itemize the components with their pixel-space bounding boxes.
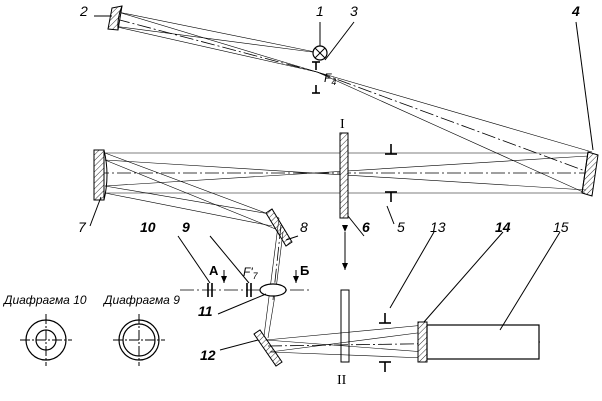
diaphragm-10-drawing <box>20 314 72 366</box>
mirror-4 <box>581 151 599 197</box>
light-source-1 <box>312 45 328 61</box>
plane-labels: I II А Б <box>209 117 347 388</box>
mirror-8 <box>265 208 293 247</box>
label-9: 9 <box>182 219 190 235</box>
diaphragm-captions: Диафрагма 10 Диафрагма 9 <box>2 293 180 307</box>
label-7: 7 <box>78 219 87 235</box>
slit-3 <box>312 61 320 94</box>
lens-11 <box>259 283 287 297</box>
label-plane-I: I <box>340 117 345 132</box>
label-4: 4 <box>571 3 580 19</box>
plane-II-plate <box>340 289 350 363</box>
label-10: 10 <box>140 219 156 235</box>
label-2: 2 <box>79 3 88 19</box>
label-arrow-B: Б <box>300 263 309 278</box>
rays-8-to-11 <box>263 217 284 339</box>
focus-labels: F4 F'7 <box>243 71 336 281</box>
label-12: 12 <box>200 347 216 363</box>
label-15: 15 <box>553 219 569 235</box>
label-6: 6 <box>362 219 370 235</box>
stop-5 <box>385 144 397 202</box>
label-14: 14 <box>495 219 511 235</box>
stop-13 <box>379 313 391 372</box>
leader-lines <box>89 15 594 351</box>
label-5: 5 <box>397 219 405 235</box>
label-3: 3 <box>350 3 358 19</box>
label-f7: F'7 <box>243 265 259 281</box>
label-11: 11 <box>198 303 213 319</box>
label-13: 13 <box>430 219 446 235</box>
plane-I-plate <box>339 132 349 219</box>
receiver-15 <box>426 324 540 360</box>
diaphragm-axis <box>180 270 310 297</box>
diaphragm-9-drawing <box>113 314 165 366</box>
caption-diaphragm-10: Диафрагма 10 <box>2 293 87 307</box>
label-f4: F4 <box>324 71 336 87</box>
upper-ray-bundle <box>112 11 593 193</box>
filter-14 <box>417 321 428 363</box>
label-1: 1 <box>316 3 324 19</box>
mirror-7 <box>93 149 108 201</box>
mirror-12 <box>253 329 283 367</box>
label-arrow-A: А <box>209 263 219 278</box>
caption-diaphragm-9: Диафрагма 9 <box>102 293 180 307</box>
mirror-2 <box>107 5 123 31</box>
label-plane-II: II <box>337 373 347 388</box>
number-labels: 2 1 3 4 7 5 8 6 10 9 11 12 13 14 15 <box>78 3 580 363</box>
label-8: 8 <box>300 219 308 235</box>
